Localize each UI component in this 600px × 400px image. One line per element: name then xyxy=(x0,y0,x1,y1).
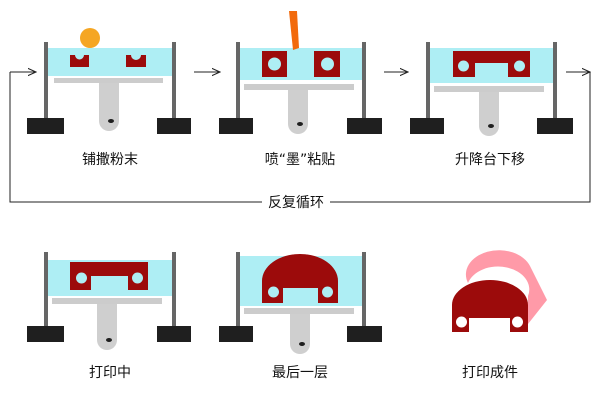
build-platform xyxy=(434,86,544,92)
print-nozzle xyxy=(289,11,299,50)
step-label-printing: 打印中 xyxy=(89,365,131,381)
left-foot xyxy=(410,118,444,134)
part-cross-section-right xyxy=(126,55,146,67)
stage-printing xyxy=(27,252,191,350)
loop-label: 反复循环 xyxy=(262,192,330,212)
build-platform xyxy=(244,308,354,314)
left-foot xyxy=(27,326,64,342)
part-cross-section-left xyxy=(262,51,287,77)
finished-part-front xyxy=(452,280,528,332)
stage-spread-powder xyxy=(27,28,191,134)
right-foot xyxy=(157,118,191,134)
step-label-finished-part: 打印成件 xyxy=(462,365,518,381)
right-foot xyxy=(347,118,382,134)
step-label-platform-lowers: 升降台下移 xyxy=(455,152,525,168)
stage-last-layer xyxy=(219,252,382,354)
left-post xyxy=(44,252,48,328)
build-platform xyxy=(52,298,162,304)
stage-platform-lowers xyxy=(410,42,573,136)
step-label-spread-powder: 铺撒粉末 xyxy=(82,152,138,168)
step-label-jet-binder: 喷“墨”粘贴 xyxy=(264,152,336,168)
powder-ball xyxy=(80,28,100,48)
right-post xyxy=(172,252,176,328)
piston-hole xyxy=(488,124,494,128)
finished-part-depth xyxy=(465,250,547,324)
left-post xyxy=(426,42,430,118)
right-post xyxy=(172,42,176,118)
powder-bed xyxy=(48,48,172,76)
part-cross-section xyxy=(262,254,338,303)
part-cross-section xyxy=(453,51,530,77)
left-post xyxy=(44,42,48,118)
right-post xyxy=(362,42,366,118)
build-platform xyxy=(54,78,163,83)
stage-jet-binder xyxy=(219,11,382,134)
left-post xyxy=(236,252,240,328)
part-cross-section-left xyxy=(70,55,89,67)
piston-hole xyxy=(297,122,303,126)
right-post xyxy=(553,42,557,118)
part-cross-section-right xyxy=(314,51,340,77)
right-post xyxy=(362,252,366,328)
right-foot xyxy=(347,326,382,342)
piston-hole xyxy=(106,338,112,342)
powder-bed xyxy=(240,48,362,80)
right-foot xyxy=(537,118,573,134)
piston-rod xyxy=(99,83,119,121)
stage-finished-part xyxy=(452,250,547,332)
piston-rod xyxy=(97,304,117,340)
left-foot xyxy=(219,118,253,134)
part-cross-section xyxy=(70,262,148,290)
piston-hole xyxy=(299,342,305,346)
left-foot xyxy=(27,118,64,134)
build-platform xyxy=(244,84,354,90)
piston-hole xyxy=(108,119,114,123)
left-post xyxy=(236,42,240,118)
right-foot xyxy=(157,326,191,342)
left-foot xyxy=(219,326,253,342)
step-label-last-layer: 最后一层 xyxy=(272,365,328,381)
